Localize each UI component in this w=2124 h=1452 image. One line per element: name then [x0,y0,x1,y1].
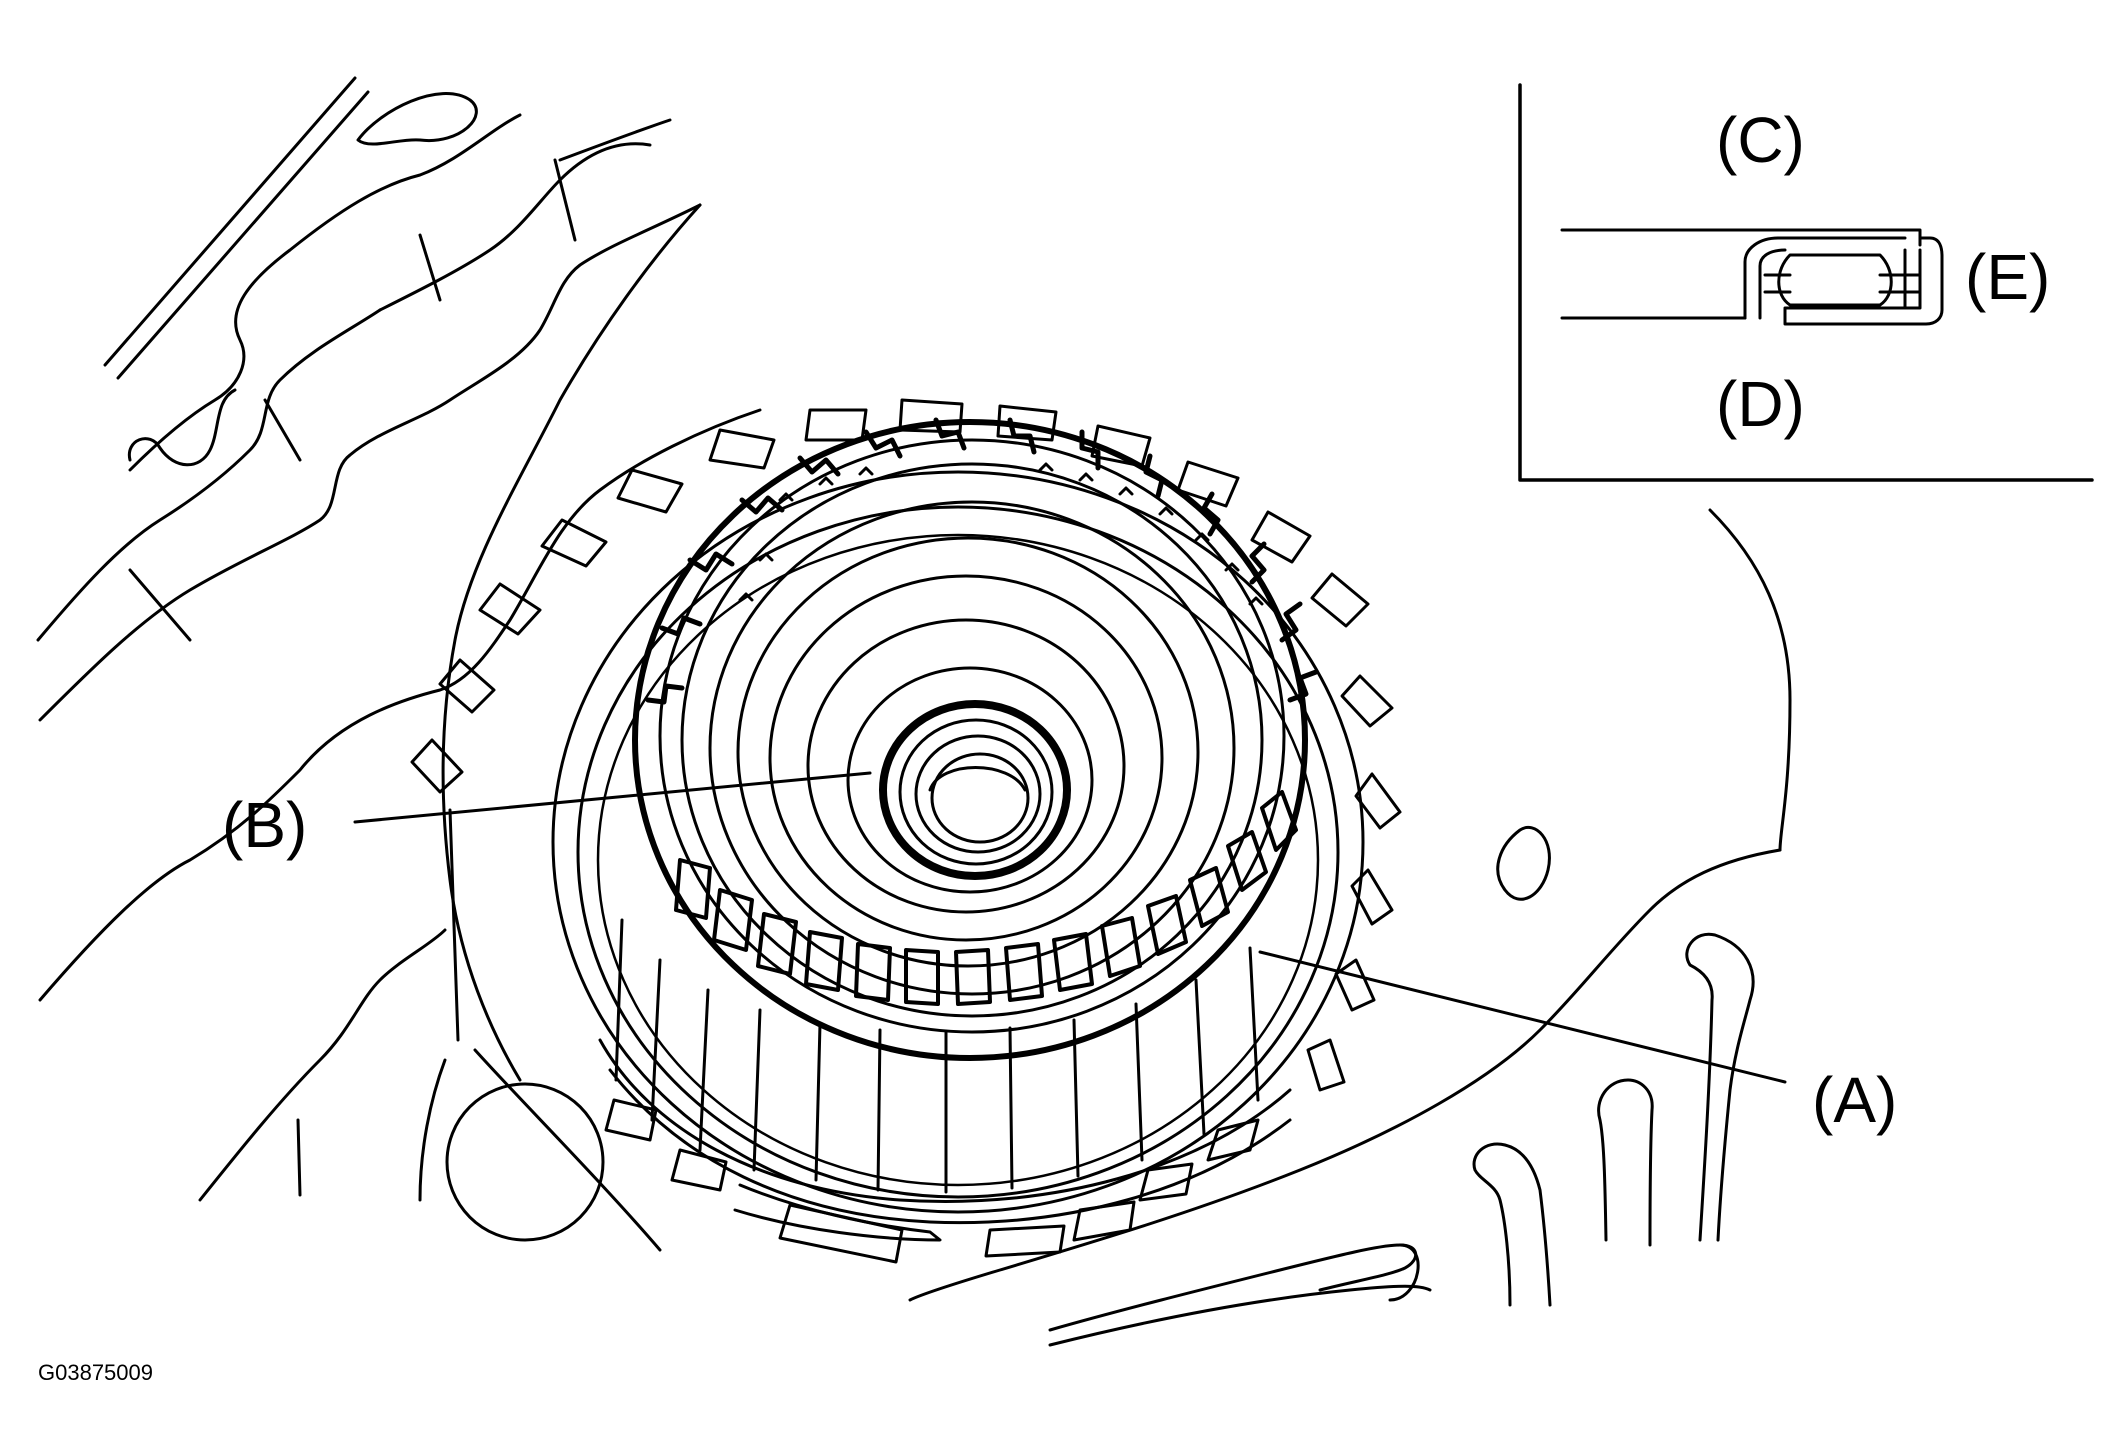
housing-lower-left [38,203,762,1252]
clutch-assembly [410,398,1402,1264]
callout-b: (B) [222,789,308,861]
hub-rings [680,462,1264,1018]
leader-line-a [1258,950,1787,1084]
inset-frame [1518,83,2094,482]
leader-lines [353,771,1787,1084]
housing-upper-left [36,76,702,722]
callout-e: (E) [1965,241,2051,313]
seal-detail [1560,228,1944,326]
leader-line-b [353,771,872,824]
housing-right [908,508,1792,1347]
inset-detail [1518,83,2094,482]
callout-c: (C) [1716,104,1805,176]
callout-a: (A) [1812,1064,1898,1136]
figure-id-code: G03875009 [38,1360,153,1385]
callout-d: (D) [1716,368,1805,440]
